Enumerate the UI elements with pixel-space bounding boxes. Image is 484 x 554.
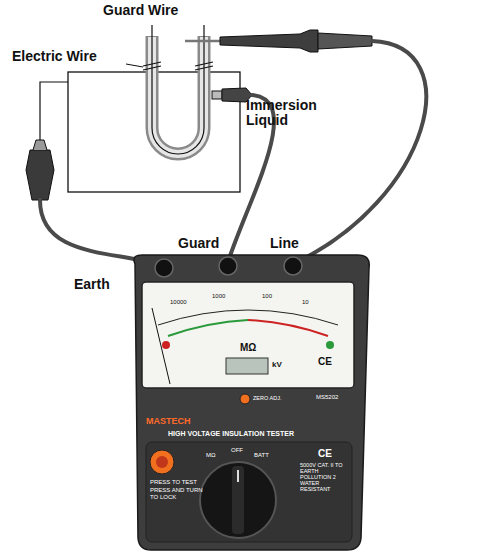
terminal-label: Line bbox=[270, 236, 299, 251]
control-label: PRESS AND TURN TO LOCK bbox=[150, 487, 205, 500]
unit-label: MΩ bbox=[240, 342, 256, 353]
scale-number: 100 bbox=[262, 293, 272, 300]
leader-line bbox=[126, 64, 143, 67]
terminal-label: Earth bbox=[74, 277, 110, 292]
u-tube bbox=[152, 36, 204, 154]
indicator-dot bbox=[162, 341, 170, 349]
lcd-display bbox=[226, 358, 268, 374]
alligator-clip bbox=[26, 150, 54, 200]
brand-name: MASTECH bbox=[146, 417, 191, 427]
zero-adj-knob bbox=[240, 394, 250, 404]
u-tube-inner bbox=[152, 37, 204, 154]
part-label: Guard Wire bbox=[103, 3, 178, 18]
switch-position: BATT bbox=[254, 452, 269, 459]
clip-jaw bbox=[33, 140, 47, 150]
test-button-center bbox=[156, 456, 168, 468]
guard-clip-tip bbox=[212, 91, 222, 99]
line-cable bbox=[293, 41, 426, 264]
guard-terminal bbox=[219, 257, 237, 275]
meter-scale-green bbox=[168, 320, 248, 336]
range-knob bbox=[200, 462, 276, 538]
part-label: Electric Wire bbox=[12, 49, 97, 64]
part-label: Immersion Liquid bbox=[246, 98, 334, 129]
probe-body bbox=[220, 30, 318, 52]
control-panel bbox=[146, 442, 352, 542]
meter-needle bbox=[152, 308, 170, 384]
probe-tip bbox=[185, 40, 220, 43]
meter-scale bbox=[158, 310, 338, 325]
guard-wire-wrap bbox=[143, 62, 213, 70]
meter-window bbox=[142, 282, 354, 388]
model-title: HIGH VOLTAGE INSULATION TESTER bbox=[168, 430, 294, 438]
indicator-dot bbox=[326, 341, 334, 349]
knob-pointer bbox=[237, 470, 239, 482]
meter-scale-red bbox=[248, 320, 328, 336]
test-button bbox=[150, 450, 174, 474]
control-label: ZERO ADJ. bbox=[253, 395, 281, 401]
probe-handle bbox=[318, 33, 372, 49]
terminal-label: Guard bbox=[178, 236, 219, 251]
scale-number: 10 bbox=[302, 299, 309, 306]
unit-label: kV bbox=[272, 361, 282, 370]
rating-note: 5000V CAT. II TO EARTH POLLUTION 2 WATER… bbox=[300, 462, 348, 492]
switch-position: MΩ bbox=[206, 452, 215, 459]
scale-number: 1000 bbox=[212, 293, 225, 300]
tester-housing bbox=[134, 255, 369, 550]
certification-mark: CE bbox=[318, 356, 332, 367]
scale-number: 10000 bbox=[170, 299, 187, 306]
electric-wire bbox=[152, 25, 204, 154]
knob-grip bbox=[232, 466, 244, 534]
earth-terminal bbox=[155, 259, 173, 277]
switch-position: OFF bbox=[231, 447, 243, 454]
certification-mark: CE bbox=[318, 448, 332, 459]
line-terminal bbox=[284, 257, 302, 275]
control-label: PRESS TO TEST bbox=[150, 479, 210, 486]
model-number: MS5202 bbox=[316, 394, 338, 401]
